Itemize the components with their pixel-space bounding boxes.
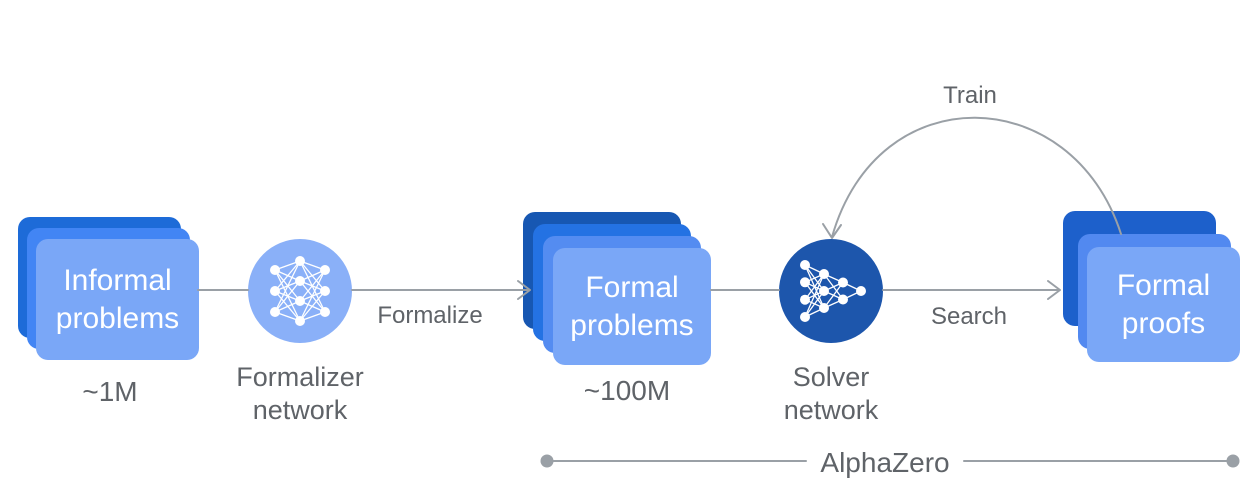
solver-network-label: Solver network <box>731 361 931 427</box>
edge-label-train: Train <box>943 82 997 109</box>
alphazero-bracket-dot-right <box>1226 454 1240 468</box>
label-line: network <box>252 395 348 425</box>
edge-label-formalize: Formalize <box>377 302 483 329</box>
card-label-line: proofs <box>1121 306 1206 340</box>
informal-problems-stack: Informal problems <box>18 217 218 382</box>
formal-problems-count: ~100M <box>583 375 671 406</box>
edge-label-search: Search <box>930 303 1008 330</box>
formalizer-network-label: Formalizer network <box>200 361 400 427</box>
card-label-line: Formal <box>585 270 679 304</box>
alphazero-bracket-dot-left <box>540 454 554 468</box>
formalizer-network-node <box>248 239 352 343</box>
arrow-search-head <box>1047 280 1061 300</box>
alphazero-bracket-label: AlphaZero <box>820 447 950 478</box>
informal-problems-count: ~1M <box>82 376 138 407</box>
card-label-line: problems <box>570 308 694 342</box>
arrow-train-head <box>822 223 842 239</box>
card-label-line: Informal <box>63 263 172 297</box>
neural-network-icon <box>270 256 330 326</box>
solver-network-node <box>779 239 883 343</box>
card-front: Formal proofs <box>1087 247 1240 362</box>
card-front: Informal problems <box>36 239 199 360</box>
card-label-line: Formal <box>1116 268 1211 302</box>
card-front: Formal problems <box>553 248 711 365</box>
label-line: Solver <box>792 362 870 392</box>
label-line: Formalizer <box>236 362 364 392</box>
card-label-line: problems <box>55 301 180 335</box>
formal-problems-stack: Formal problems <box>523 212 723 377</box>
neural-network-icon <box>800 260 866 322</box>
formal-proofs-stack: Formal proofs <box>1063 211 1260 376</box>
label-line: network <box>783 395 879 425</box>
